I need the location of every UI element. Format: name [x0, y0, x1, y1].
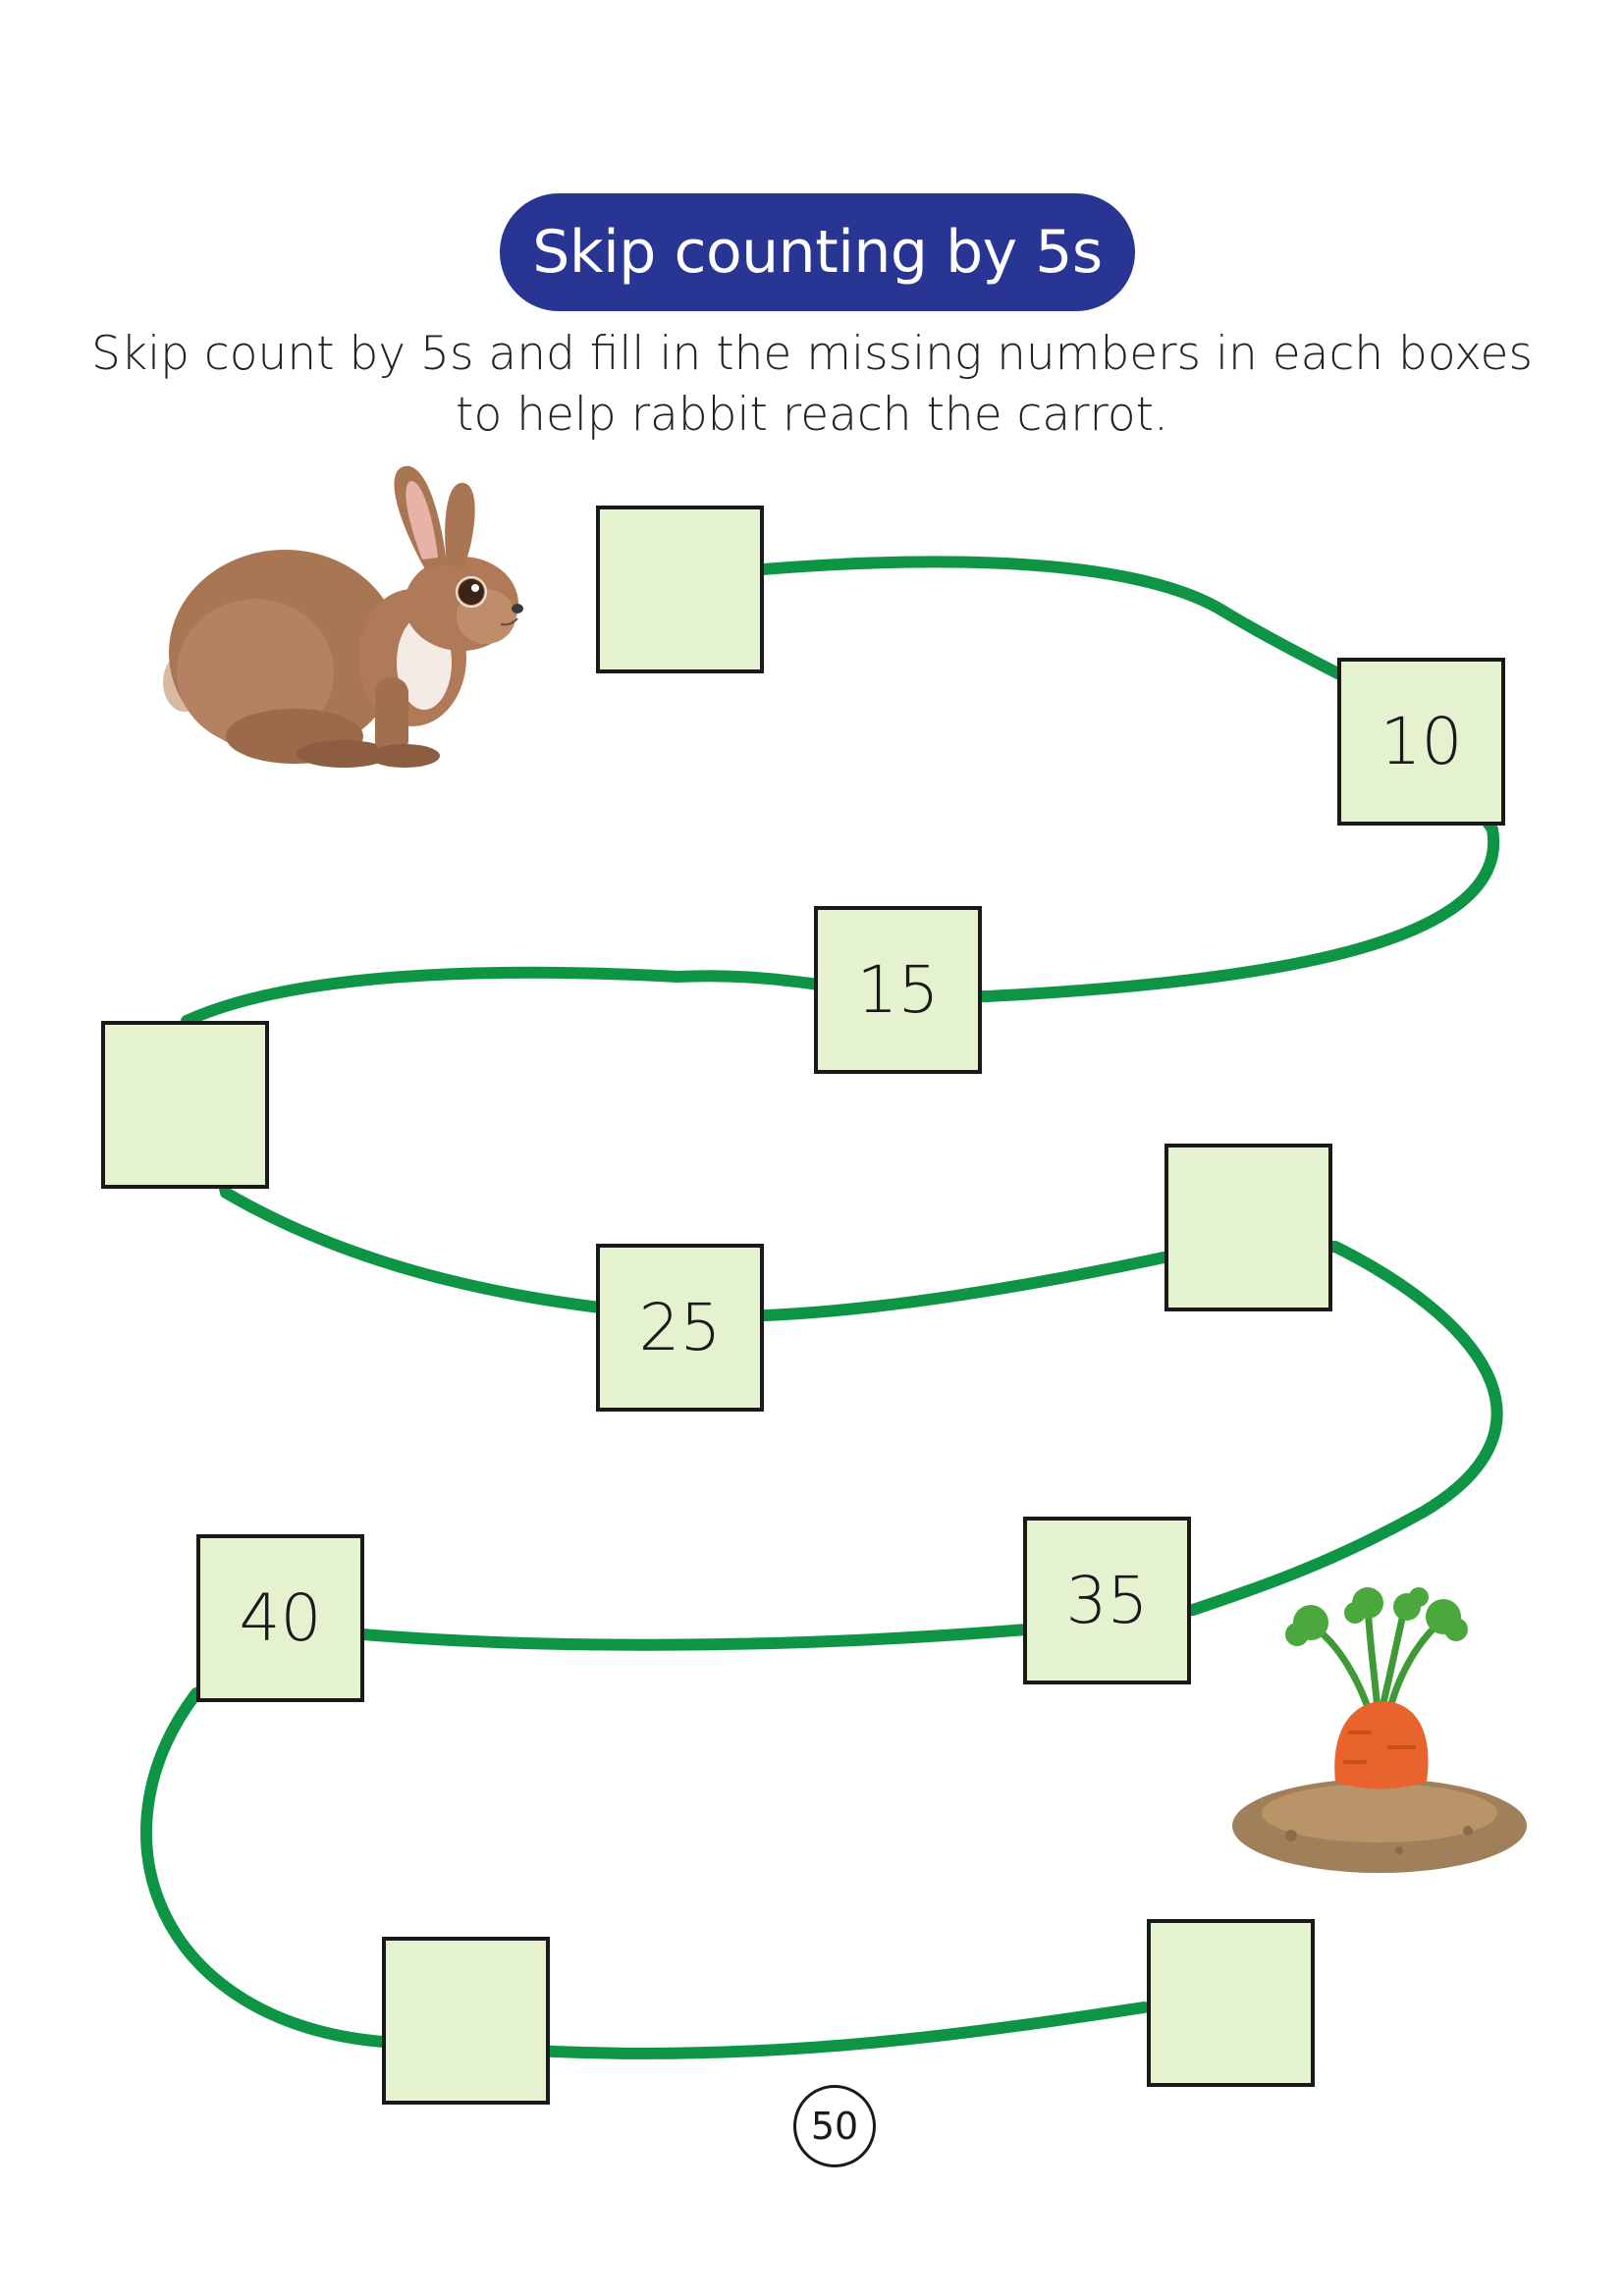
page-number: 50 — [793, 2085, 876, 2167]
number-box-7[interactable]: 35 — [1023, 1517, 1191, 1684]
carrot-illustration — [1232, 1587, 1527, 1873]
number-box-6[interactable] — [1164, 1144, 1332, 1311]
page-title: Skip counting by 5s — [532, 218, 1103, 287]
instructions-line-1: Skip count by 5s and fill in the missing… — [91, 327, 1533, 381]
title-banner: Skip counting by 5s — [500, 193, 1135, 311]
number-box-8[interactable]: 40 — [196, 1534, 364, 1702]
number-box-4[interactable] — [101, 1021, 269, 1189]
number-box-5[interactable]: 25 — [596, 1244, 764, 1412]
instructions: Skip count by 5s and fill in the missing… — [79, 324, 1545, 446]
number-box-10[interactable] — [1147, 1919, 1315, 2087]
number-box-3[interactable]: 15 — [814, 906, 982, 1074]
instructions-line-2: to help rabbit reach the carrot. — [456, 388, 1168, 442]
number-box-1[interactable] — [596, 506, 764, 673]
path-line — [140, 556, 1503, 2059]
number-box-2[interactable]: 10 — [1337, 658, 1505, 826]
number-box-9[interactable] — [382, 1937, 550, 2105]
rabbit-illustration — [163, 465, 523, 768]
